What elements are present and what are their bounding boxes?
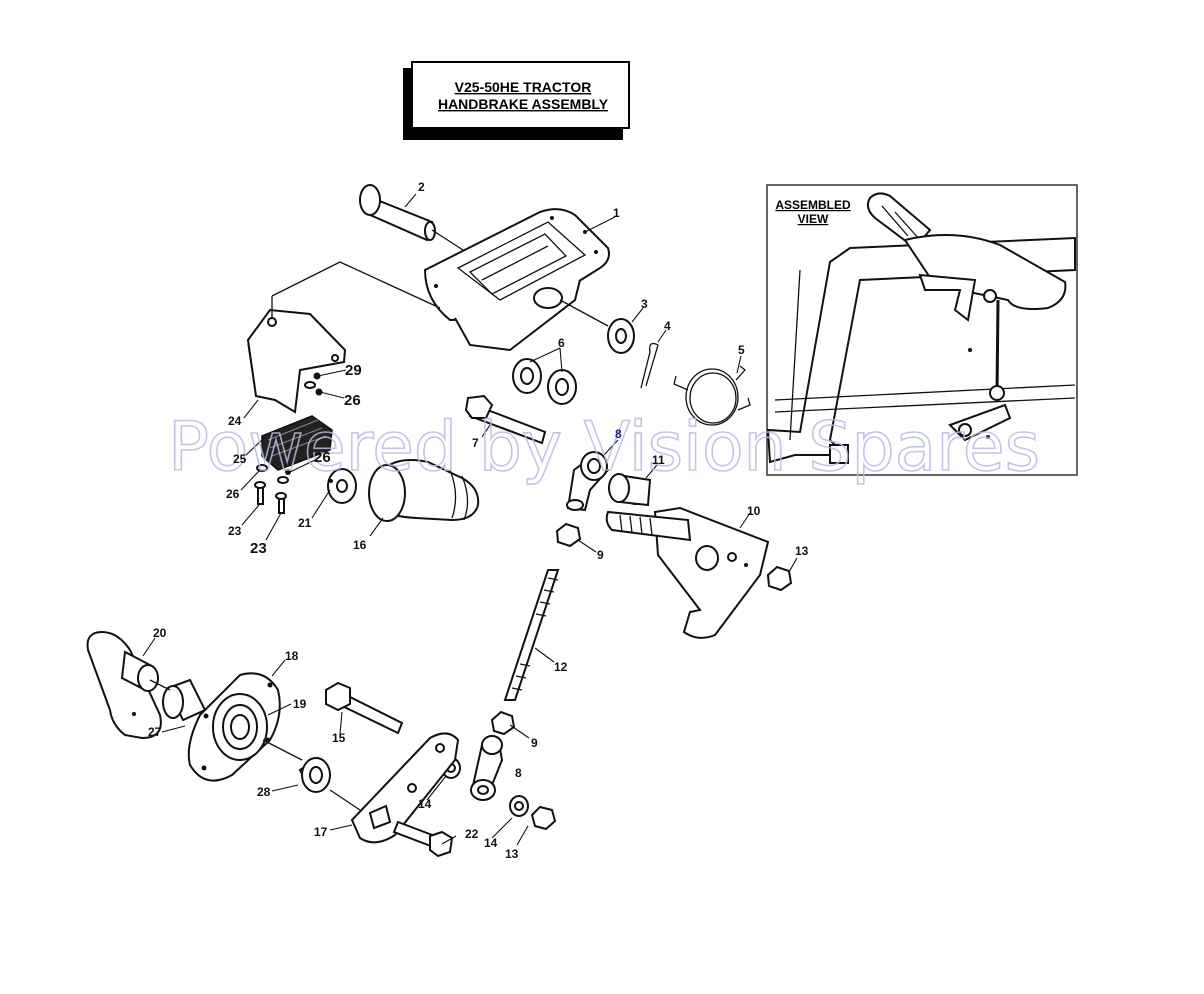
callout-11: 11 (652, 453, 665, 467)
callout-28: 28 (257, 785, 271, 799)
part-27-bush (162, 678, 207, 722)
callout-16: 16 (353, 538, 367, 552)
part-23-screw-b (275, 492, 287, 514)
inset-label-line-2: VIEW (798, 212, 829, 226)
part-7-bolt (464, 394, 547, 445)
callout-23-a: 23 (228, 524, 242, 538)
part-13-nut-right (766, 565, 793, 592)
callout-14-a: 14 (418, 797, 432, 811)
callout-23-b: 23 (250, 540, 267, 557)
callout-15: 15 (332, 731, 346, 745)
assembly-centre-lines (149, 229, 609, 811)
callout-14-b: 14 (484, 836, 498, 850)
part-19-bearing (212, 693, 268, 761)
callout-6: 6 (558, 336, 565, 350)
part-24-mounting-bracket (246, 261, 441, 414)
callout-10: 10 (747, 504, 761, 518)
part-11-shaft (605, 473, 692, 542)
part-10-lever-arm (653, 506, 770, 639)
part-8-rod-end-upper (566, 451, 610, 512)
callout-25: 25 (233, 452, 247, 466)
part-6-bushes (512, 358, 577, 405)
part-4-split-pin (640, 342, 659, 389)
title-line-1: V25-50HE TRACTOR (455, 79, 592, 95)
callout-20: 20 (153, 626, 167, 640)
part-28-spacer (298, 756, 332, 793)
callout-26-middle: 26 (314, 449, 331, 466)
callout-17: 17 (314, 825, 328, 839)
callout-27: 27 (148, 725, 162, 739)
part-5-spring (673, 365, 751, 426)
callout-9-lower: 9 (531, 736, 538, 750)
callout-29: 29 (345, 362, 362, 379)
part-2-pin (359, 184, 436, 242)
part-8-rod-end-lower (470, 735, 504, 801)
callout-5: 5 (738, 343, 745, 357)
callout-1: 1 (613, 206, 620, 220)
part-26-29-small-washers (256, 372, 323, 484)
callout-19: 19 (293, 697, 307, 711)
callout-12: 12 (554, 660, 568, 674)
part-1-housing (423, 208, 610, 352)
watermark-text: Powered by Vision Spares (168, 408, 1040, 487)
callout-18: 18 (285, 649, 299, 663)
callout-13-bottom: 13 (505, 847, 519, 861)
callout-9-upper: 9 (597, 548, 604, 562)
callout-26-upper: 26 (344, 392, 361, 409)
callout-7: 7 (472, 436, 479, 450)
callout-13-right: 13 (795, 544, 809, 558)
part-16-handle-grip (368, 459, 480, 522)
inset-label-line-1: ASSEMBLED (775, 198, 851, 212)
callout-4: 4 (664, 319, 671, 333)
callout-8-lower: 8 (515, 766, 522, 780)
callout-22: 22 (465, 827, 479, 841)
part-23-screw-a (254, 481, 266, 505)
part-15-bolt (325, 681, 404, 735)
title-block: V25-50HE TRACTOR HANDBRAKE ASSEMBLY (403, 61, 630, 140)
part-17-link-plate (350, 732, 460, 844)
part-3-washer (607, 318, 635, 354)
title-line-2: HANDBRAKE ASSEMBLY (438, 96, 609, 112)
part-12-threaded-rod (503, 569, 560, 701)
leader-lines (142, 193, 798, 846)
callout-24: 24 (228, 414, 242, 428)
part-21-washer (327, 468, 357, 504)
part-25-rubber-pad (261, 415, 333, 471)
callout-2: 2 (418, 180, 425, 194)
callout-26-lower: 26 (226, 487, 240, 501)
callout-3: 3 (641, 297, 648, 311)
callout-labels: 1 2 3 4 5 6 7 8 8 9 9 10 11 12 13 13 14 … (148, 180, 809, 861)
part-9-nut-lower (490, 710, 516, 736)
assembled-view-inset: ASSEMBLED VIEW (766, 184, 1078, 476)
callout-21: 21 (298, 516, 312, 530)
part-9-nut-upper (555, 522, 582, 548)
part-14-spacer-b (509, 795, 529, 817)
part-20-bracket (86, 630, 162, 740)
callout-8-upper: 8 (615, 427, 622, 441)
part-22-bolt (392, 820, 454, 858)
part-13-nut-bottom (530, 805, 557, 831)
